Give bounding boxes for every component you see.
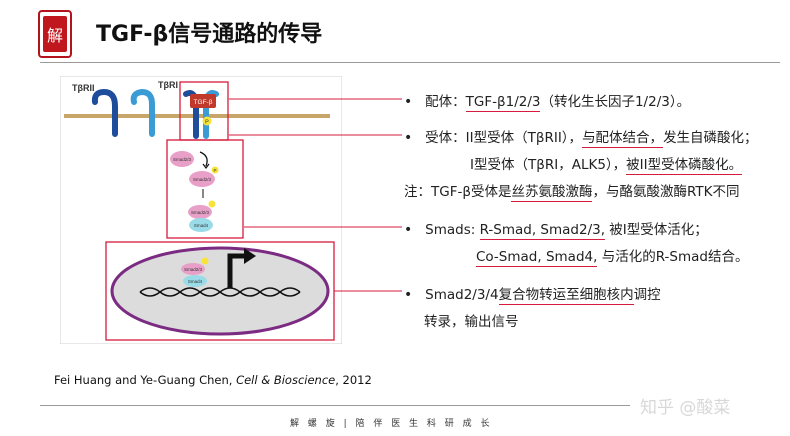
smad23-phospho-label: Smad2/3 <box>193 177 212 182</box>
phospho-icon-4 <box>201 257 209 265</box>
nuclear-smad23-icon <box>181 263 205 275</box>
tbri-receptor-icon <box>130 88 155 137</box>
dna-strand-b-icon <box>139 287 301 297</box>
complex-note-2: 转录，输出信号 <box>424 314 519 330</box>
smad23-icon <box>170 151 194 167</box>
complex-smad23-icon <box>188 205 212 219</box>
nuclear-smad4-label: Smad4 <box>188 279 203 284</box>
smad-highlight-box <box>166 139 244 239</box>
smad23-label: Smad2/3 <box>173 157 192 162</box>
kinase-note: 注：TGF-β受体是丝苏氨酸激酶，与酪氨酸激酶RTK不同 <box>404 184 740 202</box>
smads-note-1: • Smads: R-Smad, Smad2/3, 被I型受体活化； <box>404 222 708 240</box>
smad4-label: Smad4 <box>194 223 209 228</box>
nuclear-smad23-label: Smad2/3 <box>184 267 203 272</box>
receptor-note-2: I型受体（TβRI，ALK5），被II型受体磷酸化。 <box>470 157 743 175</box>
smads-note-2: Co-Smad, Smad4, 与活化的R-Smad结合。 <box>476 249 749 267</box>
phospho-icon <box>202 116 212 126</box>
citation: Fei Huang and Ye-Guang Chen, Cell & Bios… <box>54 373 372 387</box>
ligand-label: TGF-β <box>194 99 213 106</box>
ligand-note: • 配体：TGF-β1/2/3（转化生长因子1/2/3）。 <box>404 94 691 112</box>
smad4-icon <box>189 218 213 232</box>
tbrii-label: TβRII <box>72 83 95 93</box>
arrowhead-icon <box>202 163 210 169</box>
tbrii-receptor-icon <box>91 88 118 137</box>
footer-divider <box>40 405 630 406</box>
nucleus-icon <box>110 246 330 336</box>
curved-arrow-icon <box>199 151 208 167</box>
phospho-label-2: P <box>213 168 216 173</box>
logo: 解 <box>38 10 72 58</box>
nuclear-smad4-icon <box>183 275 207 287</box>
phospho-icon-3 <box>208 200 216 208</box>
transcription-arrowhead-icon <box>244 248 256 264</box>
complex-smad23-label: Smad2/3 <box>191 210 210 215</box>
transcription-arrow-icon <box>227 253 246 288</box>
footer-slogan: 解 螺 旋 | 陪 伴 医 生 科 研 成 长 <box>290 419 493 429</box>
phospho-icon-2 <box>211 166 219 174</box>
tgf-beta-pathway-figure: TβRII TβRI TGF-β P Smad2/3 Smad2/3 P Sma… <box>60 76 342 344</box>
smad23-phospho-icon <box>189 171 215 187</box>
header-divider <box>40 62 780 63</box>
journal-name: Cell & Bioscience <box>236 373 336 387</box>
complex-note-1: • Smad2/3/4复合物转运至细胞核内调控 <box>404 287 661 305</box>
receptor-note-1: • 受体：II型受体（TβRII），与配体结合，发生自磷酸化； <box>404 130 758 148</box>
tgf-beta-ligand-icon <box>190 94 216 108</box>
tbri-label: TβRI <box>158 80 178 90</box>
page-title: TGF-β信号通路的传导 <box>96 22 323 47</box>
watermark: 知乎 @酸菜 <box>640 398 731 418</box>
phospho-label: P <box>205 120 209 126</box>
logo-mark: 解 <box>43 16 67 52</box>
